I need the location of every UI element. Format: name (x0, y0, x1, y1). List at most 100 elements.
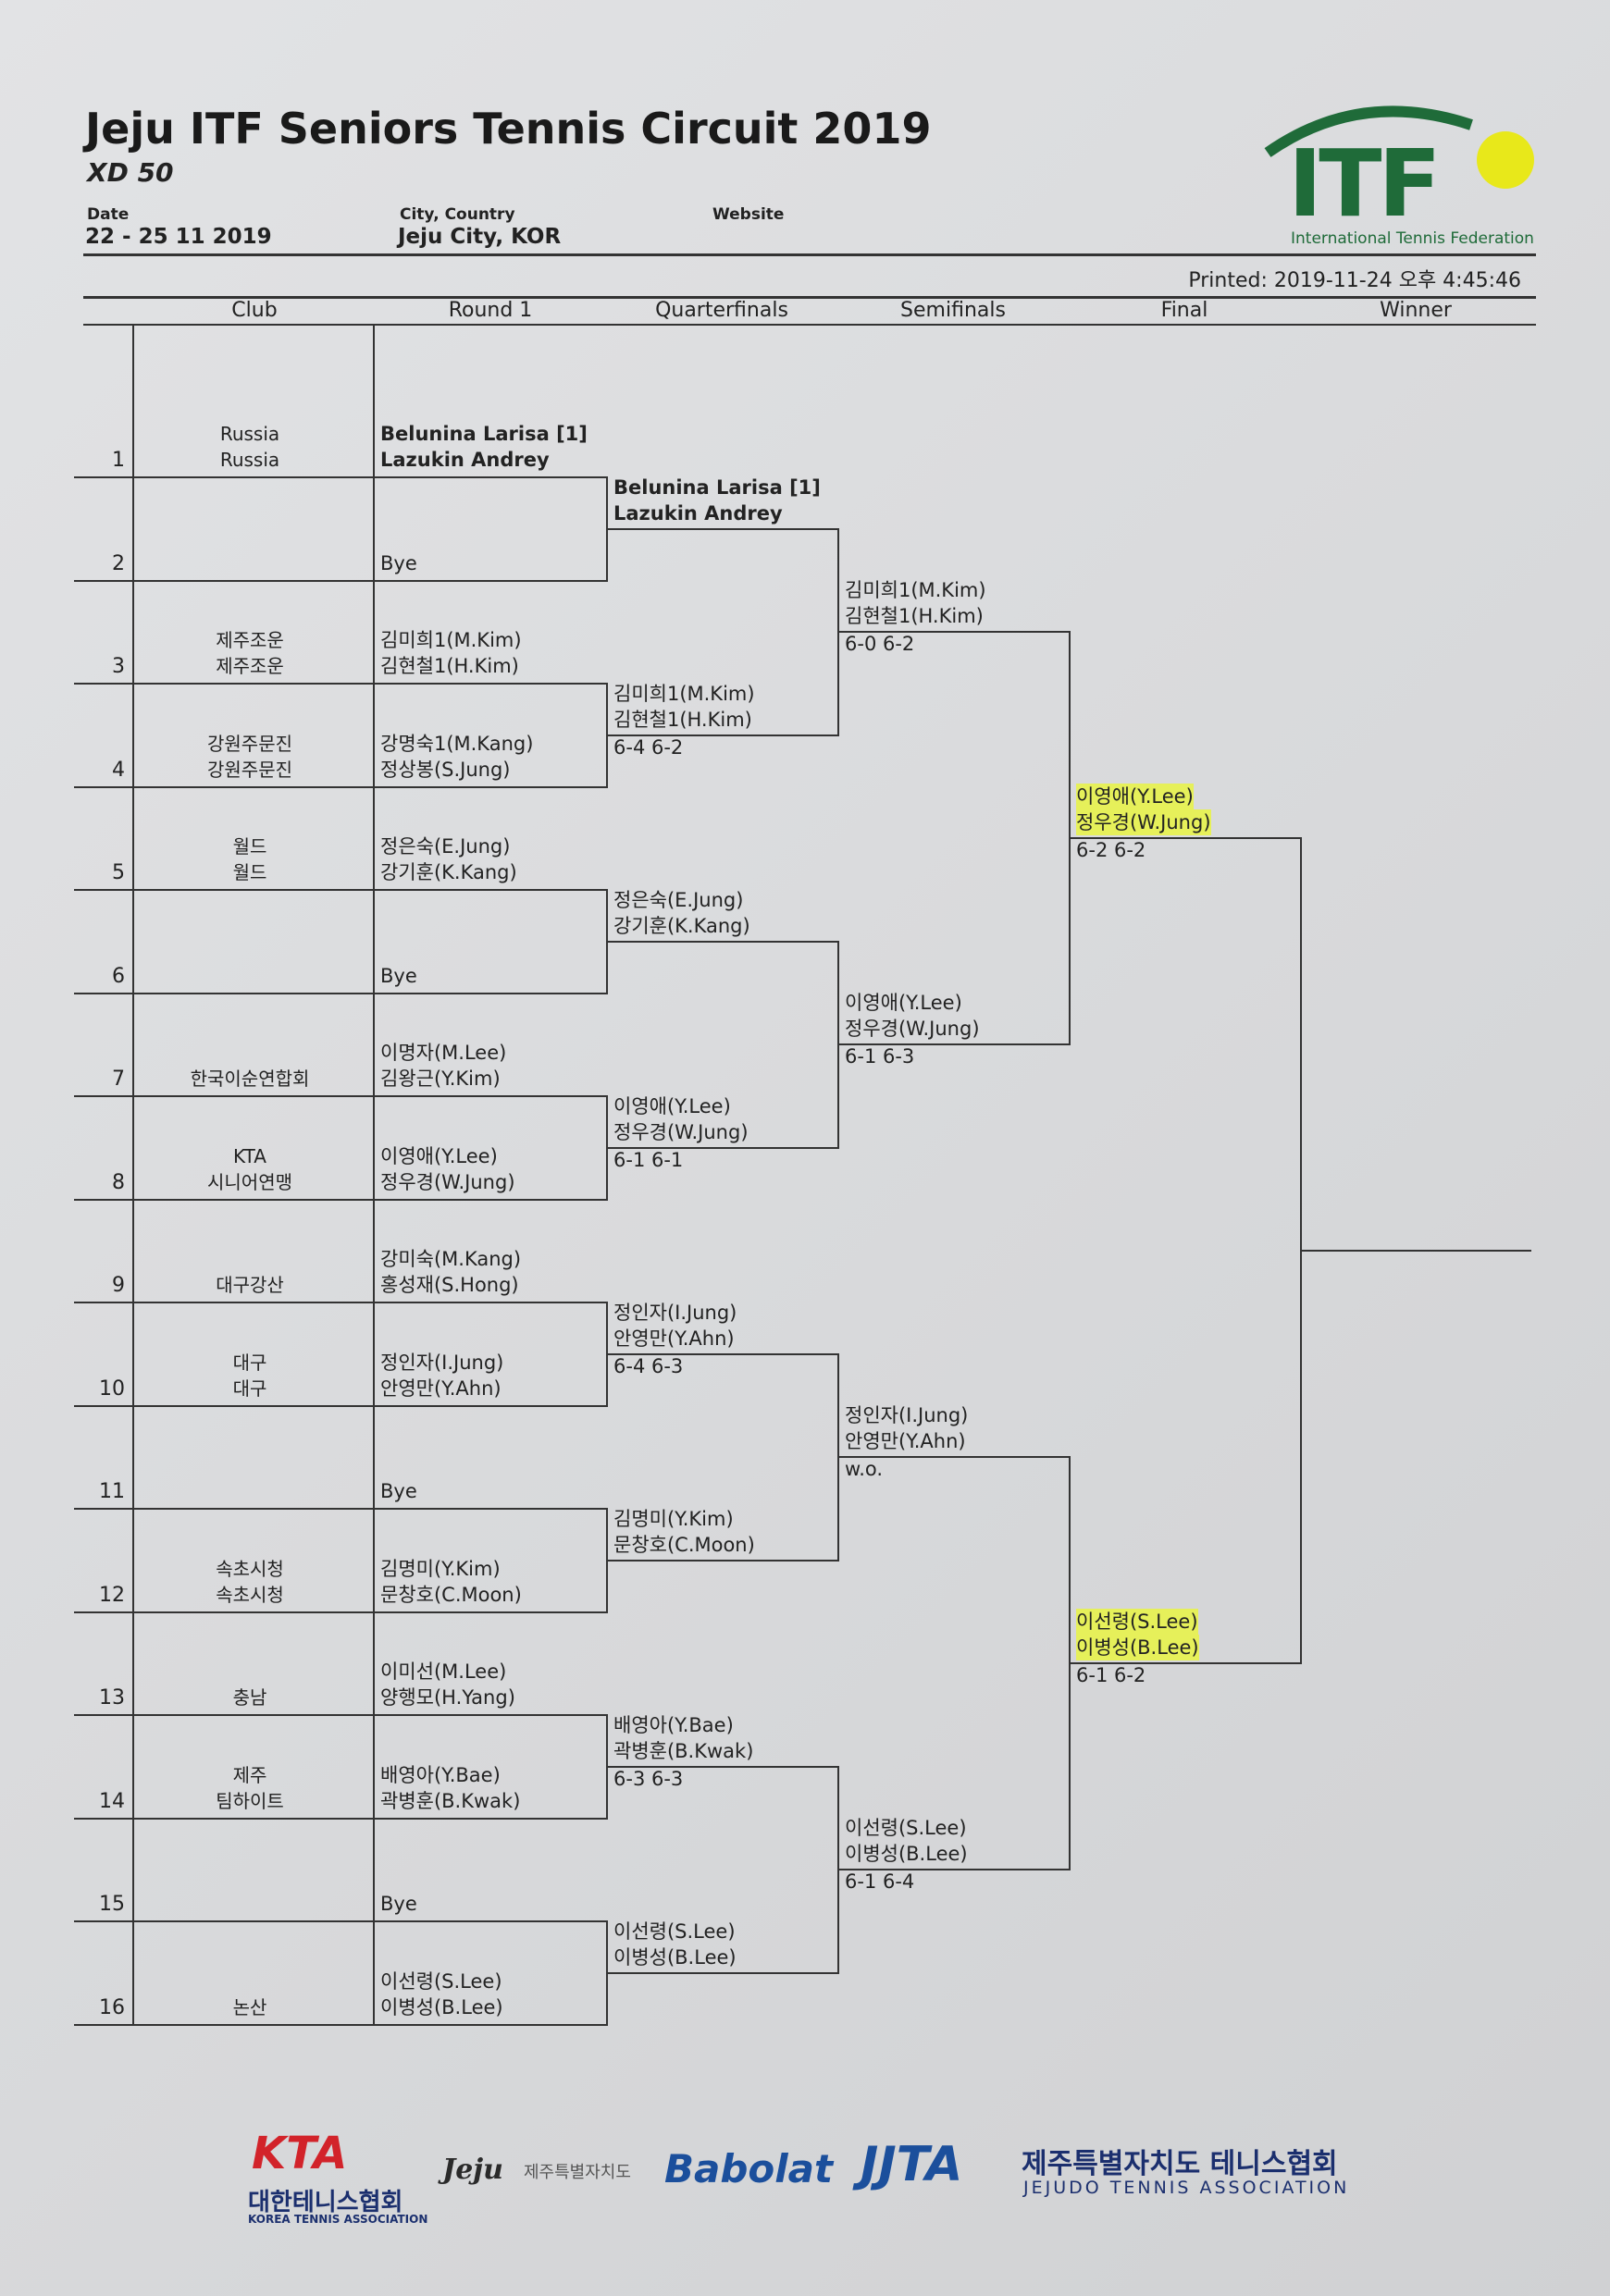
qf-player-1: 김미희1(M.Kim) (613, 682, 755, 705)
sf-score: 6-0 6-2 (845, 633, 915, 656)
sf-score: 6-1 6-4 (845, 1870, 915, 1894)
round1-player-1: 강미숙(M.Kang) (380, 1248, 522, 1270)
club-name-2: 속초시청 (216, 1583, 284, 1606)
qf-player-1: 이영애(Y.Lee) (613, 1094, 731, 1117)
jeju-logo: Jeju (442, 2154, 503, 2186)
draw-row-line (74, 476, 606, 478)
draw-position: 13 (99, 1686, 125, 1710)
kta-logo: KTA (252, 2128, 348, 2179)
sf-player-2: 안영만(Y.Ahn) (845, 1430, 966, 1453)
bracket-line (606, 1971, 837, 1974)
round1-player-1: 배영아(Y.Bae) (380, 1763, 501, 1786)
round1-player-2: 강기훈(K.Kang) (380, 861, 517, 883)
qf-player-2: 곽병훈(B.Kwak) (613, 1739, 754, 1762)
bracket-line (837, 1456, 1069, 1459)
draw-row-line (74, 1817, 606, 1820)
sf-player-1: 이선령(S.Lee) (845, 1817, 967, 1840)
sf-player-2: 김현철1(H.Kim) (845, 605, 984, 628)
club-name-2: 대구 (232, 1376, 267, 1400)
header-rule (83, 253, 1536, 256)
round1-player-2: 이병성(B.Lee) (380, 1995, 503, 2018)
round1-player-2: Bye (380, 1480, 417, 1502)
club-name-2: Russia (219, 449, 280, 471)
draw-position: 11 (99, 1480, 125, 1503)
club-divider (132, 326, 134, 2026)
club-name-1: 대구 (232, 1351, 267, 1374)
col-round1: Round 1 (448, 299, 533, 322)
city-label: City, Country (400, 205, 515, 224)
qf-player-2: 안영만(Y.Ahn) (613, 1327, 735, 1350)
round1-player-2: 곽병훈(B.Kwak) (380, 1789, 521, 1812)
draw-position: 15 (99, 1893, 125, 1916)
bracket-line (606, 1352, 837, 1355)
round1-player-1: 이영애(Y.Lee) (380, 1144, 498, 1167)
club-name-2: 충남 (232, 1686, 267, 1709)
club-name-1: 속초시청 (216, 1557, 284, 1580)
qf-player-1: 정은숙(E.Jung) (613, 888, 744, 911)
qf-player-1: 이선령(S.Lee) (613, 1920, 736, 1943)
kta-english: KOREA TENNIS ASSOCIATION (248, 2213, 428, 2226)
bracket-line (606, 1559, 837, 1562)
round1-player-1: 정인자(I.Jung) (380, 1351, 504, 1374)
sf-player-1: 정인자(I.Jung) (845, 1404, 969, 1427)
club-name-2: 팀하이트 (216, 1789, 284, 1812)
qf-score: 6-4 6-3 (613, 1354, 684, 1377)
tournament-title: Jeju ITF Seniors Tennis Circuit 2019 (85, 104, 932, 154)
sf-player-2: 정우경(W.Jung) (845, 1018, 980, 1041)
draw-row-line (74, 1714, 606, 1716)
draw-row-line (74, 2023, 606, 2026)
sf-score: w.o. (845, 1458, 884, 1481)
round1-player-2: Lazukin Andrey (380, 449, 550, 471)
round1-player-2: 안영만(Y.Ahn) (380, 1376, 502, 1400)
draw-position: 7 (112, 1068, 125, 1091)
tennis-ball-icon (1477, 131, 1534, 189)
col-club: Club (231, 299, 278, 322)
draw-row-line (74, 1920, 606, 1922)
qf-score: 6-3 6-3 (613, 1767, 684, 1790)
qf-player-2: 김현철1(H.Kim) (613, 708, 752, 731)
bracket-line (606, 734, 837, 736)
draw-row-line (74, 992, 606, 994)
col-final: Final (1160, 299, 1208, 322)
round1-player-1: Belunina Larisa [1] (380, 423, 588, 445)
club-name-1: 제주 (232, 1763, 267, 1786)
round1-player-2: 홍성재(S.Hong) (380, 1274, 519, 1296)
club-name-1: 제주조운 (216, 629, 284, 651)
draw-position: 5 (112, 861, 125, 884)
round1-player-2: 김왕근(Y.Kim) (380, 1068, 501, 1090)
round1-player-2: 정상봉(S.Jung) (380, 758, 511, 781)
kta-name: 대한테니스협회 (248, 2189, 403, 2216)
round1-player-1: 강명숙1(M.Kang) (380, 732, 534, 755)
club-name-2: 제주조운 (216, 655, 284, 677)
city-value: Jeju City, KOR (398, 225, 562, 249)
draw-position: 6 (112, 964, 125, 988)
qf-player-2: 강기훈(K.Kang) (613, 914, 750, 937)
bracket-line (1069, 837, 1300, 840)
jjta-name: 제주특별자치도 테니스협회 (1022, 2148, 1338, 2180)
round1-player-1: 김미희1(M.Kim) (380, 629, 522, 651)
column-rule-top (83, 296, 1536, 299)
final-score: 6-1 6-2 (1076, 1664, 1146, 1687)
itf-caption: International Tennis Federation (1291, 229, 1534, 248)
draw-position: 2 (112, 551, 125, 575)
babolat-logo: Babolat (664, 2146, 834, 2191)
draw-row-line (74, 1611, 606, 1613)
draw-row-line (74, 683, 606, 685)
round1-player-2: 김현철1(H.Kim) (380, 655, 519, 677)
qf-player-1: 정인자(I.Jung) (613, 1301, 737, 1324)
round1-player-2: Bye (380, 551, 417, 574)
qf-player-2: 이병성(B.Lee) (613, 1945, 737, 1969)
itf-arc-icon (1264, 105, 1473, 157)
bracket-line (837, 1869, 1069, 1871)
round1-player-1: 이선령(S.Lee) (380, 1969, 502, 1993)
draw-position: 3 (112, 655, 125, 678)
qf-player-2: 정우경(W.Jung) (613, 1120, 749, 1143)
draw-position: 4 (112, 758, 125, 782)
round1-player-1: 이미선(M.Lee) (380, 1660, 507, 1683)
bracket-line (837, 1043, 1069, 1046)
final-player-2: 정우경(W.Jung) (1076, 809, 1211, 836)
bracket-line (837, 631, 1069, 634)
round1-player-2: 정우경(W.Jung) (380, 1170, 515, 1193)
col-semifinals: Semifinals (900, 299, 1006, 322)
event-code: XD 50 (87, 157, 174, 188)
